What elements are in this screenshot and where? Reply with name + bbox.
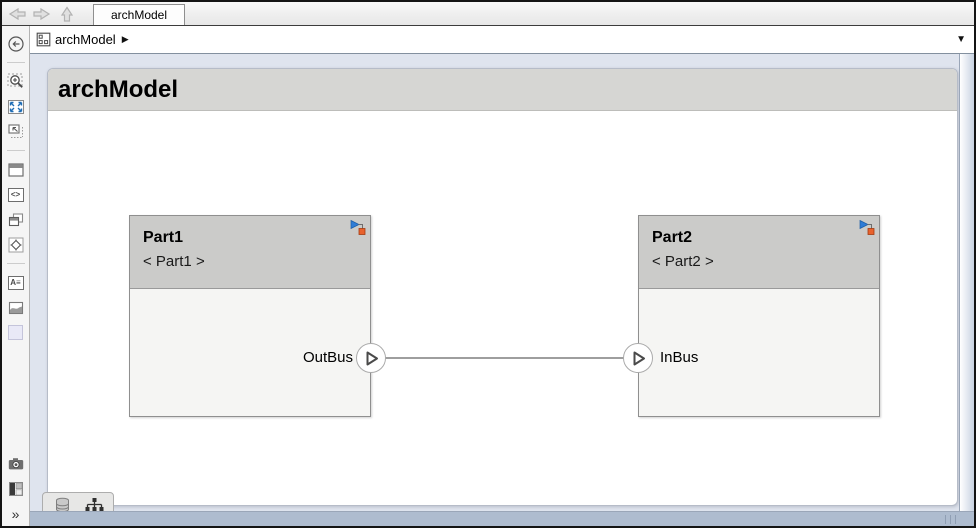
model-title-band: archModel	[48, 69, 957, 111]
viewport-button[interactable]	[3, 157, 29, 182]
component-part2-header: Part2 < Part2 >	[639, 216, 879, 289]
zoom-in-button[interactable]	[3, 69, 29, 94]
input-port-inbus[interactable]	[623, 343, 653, 373]
screenshot-button[interactable]	[3, 451, 29, 476]
component-name: Part1	[143, 229, 184, 246]
fit-to-view-icon	[7, 99, 24, 114]
interface-data-button[interactable]	[48, 494, 76, 516]
tab-label: archModel	[110, 8, 168, 22]
nav-forward-button[interactable]	[29, 3, 54, 25]
annotation-icon: A≡	[7, 275, 24, 290]
editor-sidebar: <> A≡	[2, 26, 30, 526]
copy-windows-icon	[8, 212, 23, 226]
nav-back-button[interactable]	[4, 3, 29, 25]
code-glyph: <>	[10, 190, 21, 199]
image-icon	[8, 301, 23, 314]
simulink-behavior-badge-icon[interactable]	[858, 219, 875, 241]
duplicate-button[interactable]	[3, 207, 29, 232]
sidebar-separator	[6, 150, 25, 151]
breadcrumb-dropdown-icon[interactable]: ▼	[956, 34, 966, 45]
area-annotation-button[interactable]	[3, 320, 29, 345]
breadcrumb-bar: archModel ▶ ▼	[30, 26, 974, 54]
forward-arrow-icon	[32, 7, 50, 20]
code-brackets-icon: <>	[7, 187, 24, 202]
resize-grip	[945, 515, 956, 524]
area-box-icon	[8, 325, 23, 340]
sidebar-separator	[6, 62, 25, 63]
breadcrumb-expander-icon[interactable]: ▶	[121, 34, 129, 44]
circled-back-arrow-icon	[7, 35, 24, 52]
port-label-outbus: OutBus	[302, 349, 353, 366]
component-name: Part2	[652, 229, 693, 246]
up-arrow-icon	[60, 5, 73, 22]
navigation-arrows	[2, 2, 81, 25]
signal-route-button[interactable]	[3, 232, 29, 257]
hierarchy-tree-icon	[85, 497, 103, 511]
port-label-inbus: InBus	[660, 349, 699, 366]
vertical-scrollbar[interactable]	[959, 54, 974, 511]
double-chevron-icon: »	[11, 505, 20, 522]
port-triangle-icon	[366, 351, 378, 365]
fit-to-view-button[interactable]	[3, 94, 29, 119]
hide-browser-button[interactable]	[3, 31, 29, 56]
tab-archmodel[interactable]: archModel	[93, 4, 185, 25]
component-part2[interactable]: Part2 < Part2 >	[638, 215, 880, 417]
component-stereotype: < Part1 >	[143, 253, 205, 270]
simulink-behavior-badge-icon[interactable]	[349, 219, 366, 241]
nav-up-button[interactable]	[54, 3, 79, 25]
viewmark-panel-icon	[8, 481, 23, 496]
hierarchy-view-button[interactable]	[80, 494, 108, 516]
magnifier-zoom-icon	[7, 73, 23, 88]
horizontal-scrollbar[interactable]	[30, 511, 974, 526]
sidebar-separator	[6, 263, 25, 264]
architecture-model-icon	[36, 32, 51, 47]
breadcrumb-model-link[interactable]: archModel	[55, 32, 116, 47]
zoom-to-region-button[interactable]	[3, 119, 29, 144]
connector-outbus-inbus[interactable]	[371, 357, 638, 359]
image-annotation-button[interactable]	[3, 295, 29, 320]
output-port-outbus[interactable]	[356, 343, 386, 373]
viewmarks-button[interactable]	[3, 476, 29, 501]
code-viewer-button[interactable]: <>	[3, 182, 29, 207]
camera-icon	[8, 457, 23, 469]
model-sheet: archModel Part1 < Part1 >	[47, 68, 958, 506]
expand-palette-button[interactable]: »	[3, 501, 29, 526]
diagram-canvas[interactable]: archModel Part1 < Part1 >	[30, 54, 974, 526]
port-triangle-icon	[633, 351, 645, 365]
database-icon	[55, 497, 69, 513]
annotation-glyph: A≡	[10, 278, 21, 287]
zoom-region-icon	[7, 123, 23, 138]
diamond-arrows-icon	[8, 237, 23, 252]
window-icon	[7, 162, 24, 177]
model-title: archModel	[58, 75, 179, 103]
tab-bar: archModel	[2, 2, 974, 26]
back-arrow-icon	[8, 7, 26, 20]
component-stereotype: < Part2 >	[652, 253, 714, 270]
annotation-button[interactable]: A≡	[3, 270, 29, 295]
component-part1-header: Part1 < Part1 >	[130, 216, 370, 289]
component-part1[interactable]: Part1 < Part1 >	[129, 215, 371, 417]
